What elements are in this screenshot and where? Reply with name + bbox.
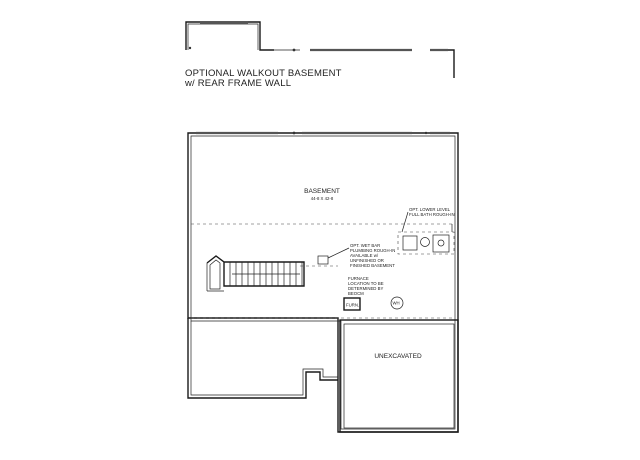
bath-note-line: OPT. LOWER LEVEL bbox=[409, 207, 451, 212]
furnace-note: FURNACE LOCATION TO BE DETERMINED BY BEO… bbox=[348, 276, 384, 296]
unexcavated-area bbox=[339, 319, 459, 433]
bath-roughin bbox=[397, 224, 455, 255]
wet-bar-note-line: AVAILABLE w/ bbox=[350, 253, 379, 258]
furnace: FURN. bbox=[343, 297, 361, 311]
bath-note: OPT. LOWER LEVEL FULL BATH ROUGH-IN bbox=[401, 207, 455, 233]
toilet-icon bbox=[420, 237, 430, 247]
wet-bar-note: OPT. WET BAR PLUMBING ROUGH-IN AVAILABLE… bbox=[327, 243, 395, 268]
basement-dimensions: 44-8 X 42-8 bbox=[311, 196, 334, 201]
furnace-note-line: FURNACE bbox=[348, 276, 369, 281]
wet-bar-note-line: FINISHED BASEMENT bbox=[350, 263, 395, 268]
furnace-note-line: DETERMINED BY bbox=[348, 286, 383, 291]
sink-icon bbox=[437, 239, 445, 247]
unexcavated-label: UNEXCAVATED bbox=[374, 353, 422, 360]
wet-bar-note-line: UNFINISHED OR bbox=[350, 258, 384, 263]
wet-bar-roughin bbox=[317, 255, 329, 265]
walkout-title-line2: w/ REAR FRAME WALL bbox=[184, 78, 291, 89]
bath-note-line: FULL BATH ROUGH-IN bbox=[409, 212, 455, 217]
water-heater-label: WH bbox=[393, 301, 400, 306]
furnace-note-line: LOCATION TO BE bbox=[348, 281, 384, 286]
furnace-note-line: BEOCM bbox=[348, 291, 364, 296]
wet-bar-note-line: OPT. WET BAR bbox=[350, 243, 380, 248]
basement-outline bbox=[187, 131, 459, 433]
wet-bar-note-line: PLUMBING ROUGH-IN bbox=[350, 248, 395, 253]
basement-label: BASEMENT bbox=[304, 188, 340, 195]
furnace-label: FURN. bbox=[346, 303, 359, 308]
stairs bbox=[206, 255, 305, 292]
shower-roughin bbox=[402, 235, 418, 251]
walkout-title-line1: OPTIONAL WALKOUT BASEMENT bbox=[185, 68, 342, 79]
water-heater: WH bbox=[390, 296, 404, 310]
walkout-wall-detail bbox=[185, 21, 455, 78]
basement-lower-left bbox=[187, 318, 338, 399]
